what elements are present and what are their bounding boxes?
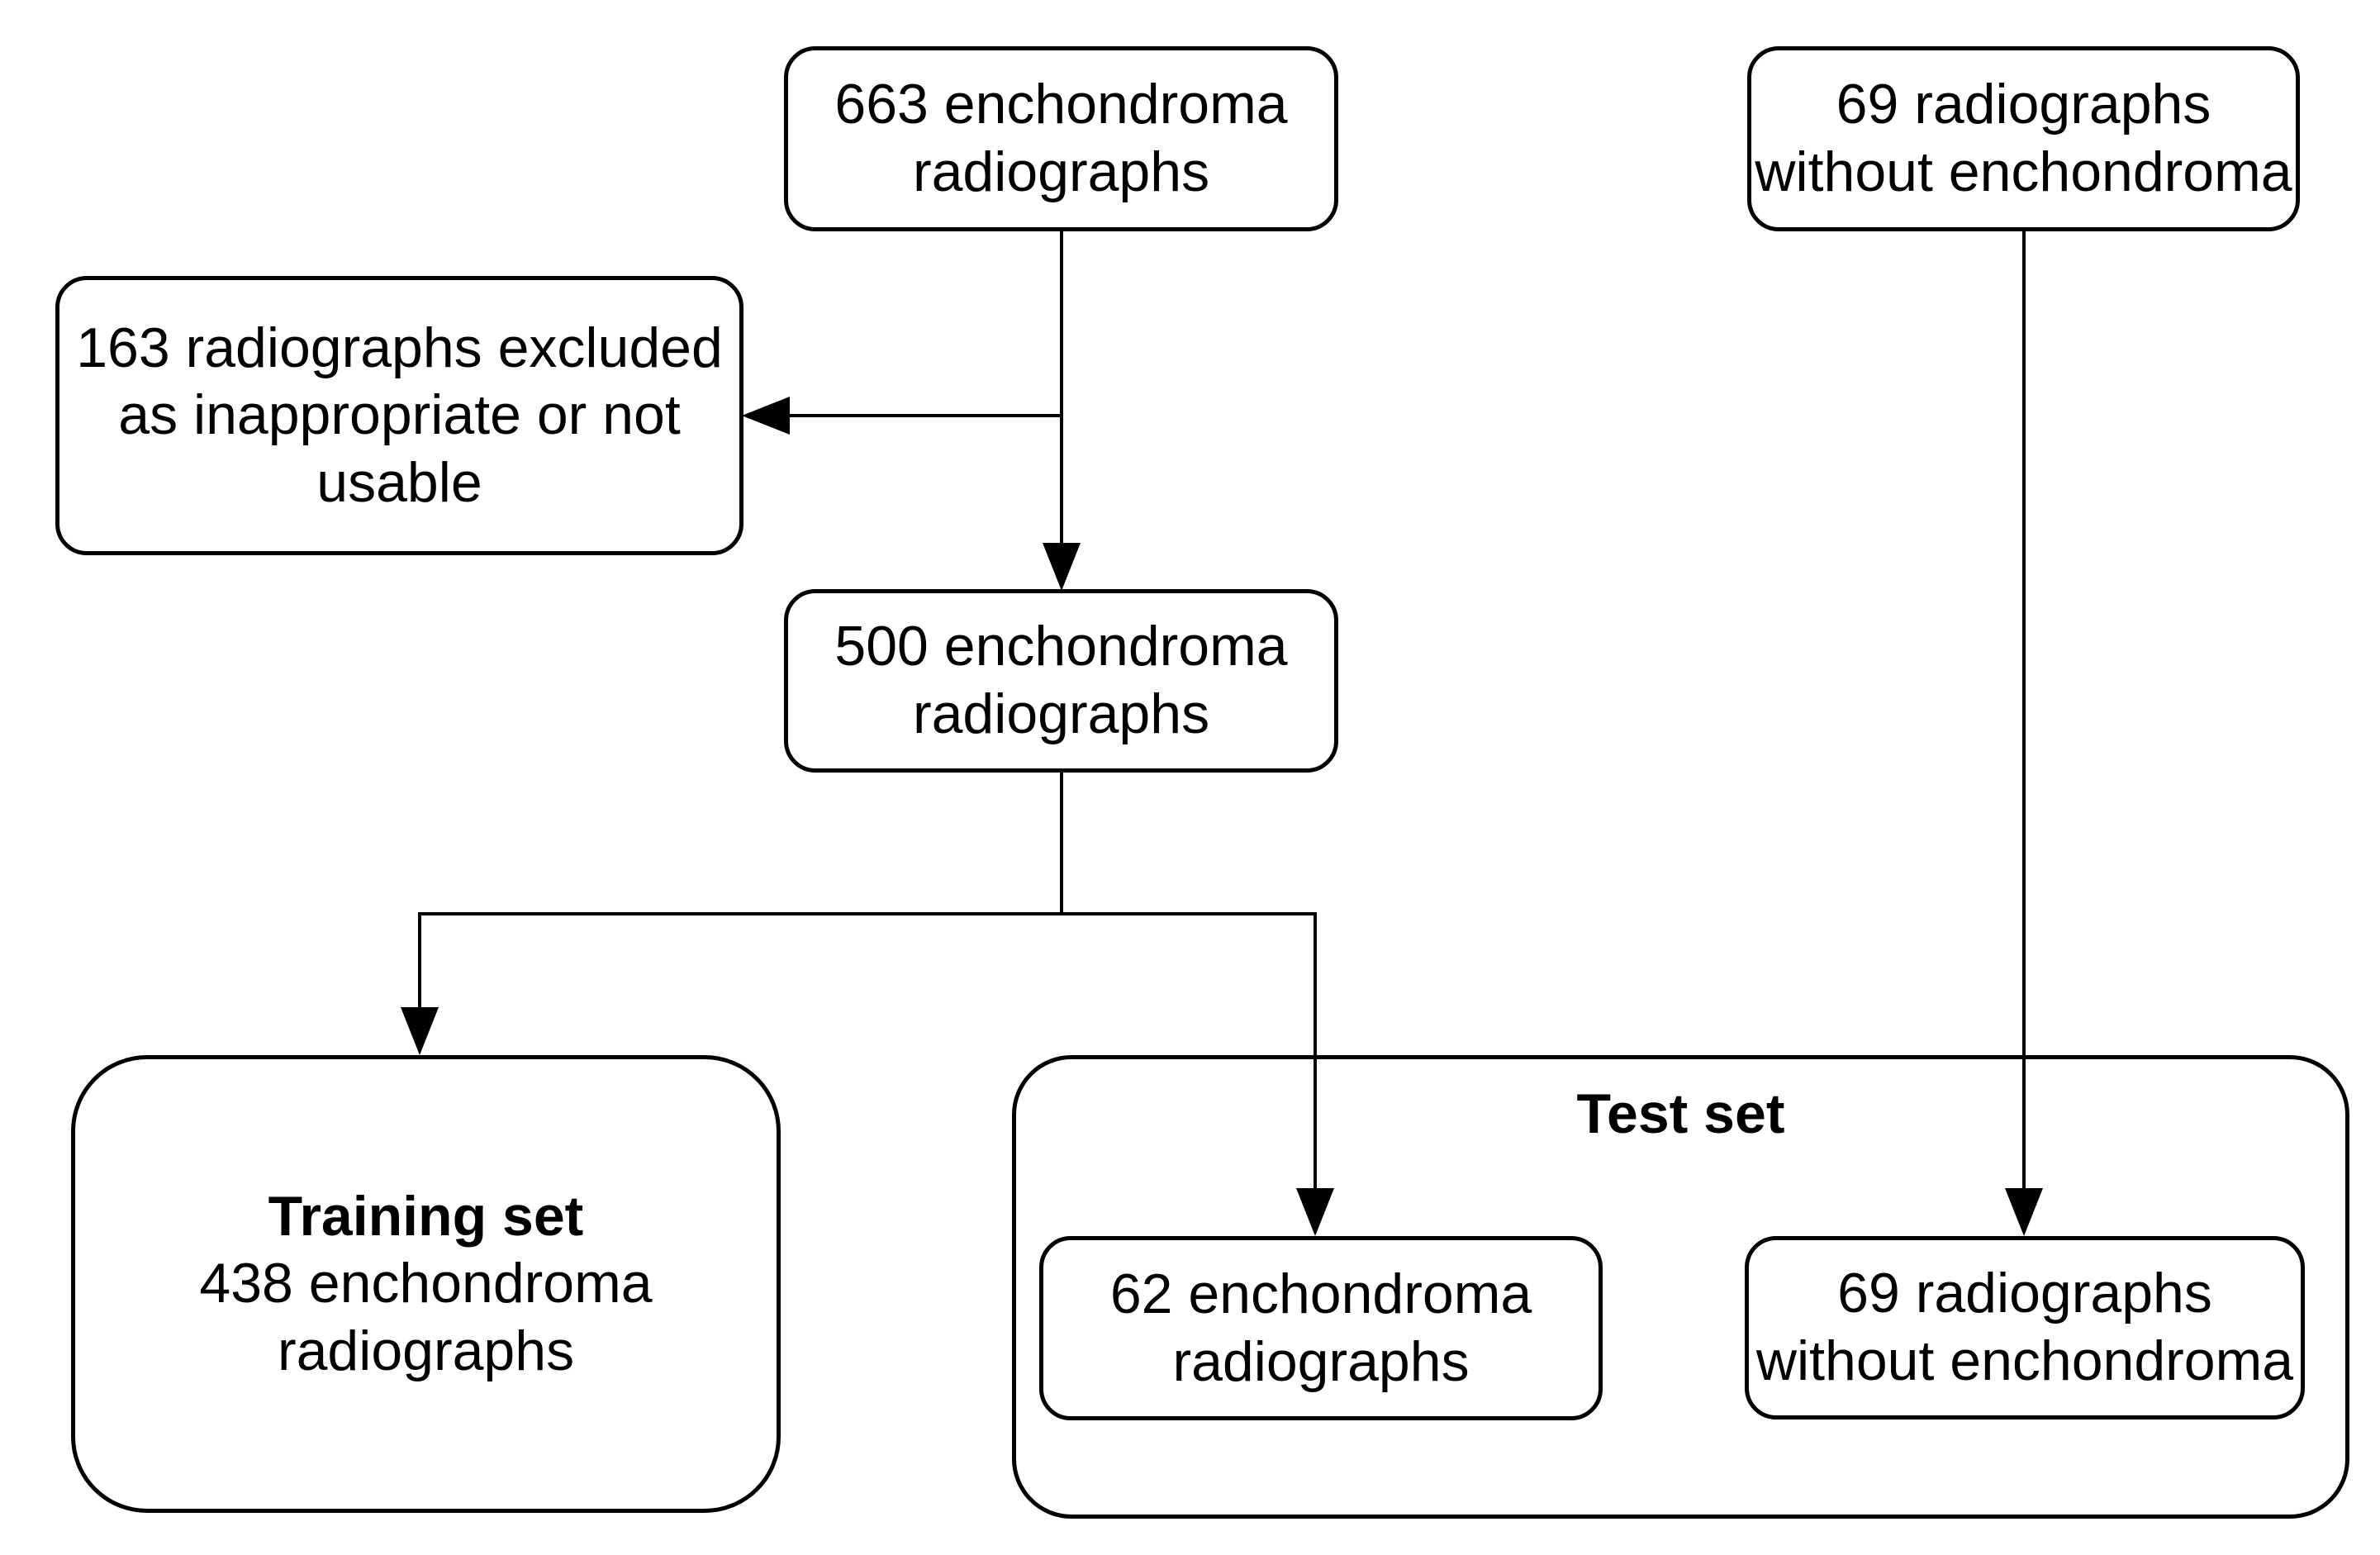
node-text-line: 163 radiographs excluded xyxy=(76,316,723,379)
node-69-radiographs-without-enchondroma-test: 69 radiographs without enchondroma xyxy=(1745,1236,2305,1419)
node-663-enchondroma-radiographs: 663 enchondroma radiographs xyxy=(784,46,1338,231)
node-text-line: 69 radiographs xyxy=(1836,73,2211,136)
node-163-radiographs-excluded: 163 radiographs excluded as inappropriat… xyxy=(55,276,743,555)
edge-branch-to-training xyxy=(418,912,421,1010)
node-text-line: without enchondroma xyxy=(1755,140,2292,203)
node-text-line: without enchondroma xyxy=(1755,1329,2294,1392)
arrowhead-into-test-no-enchondroma xyxy=(2005,1188,2043,1236)
edge-500-to-branch xyxy=(1060,770,1063,915)
node-text-line: radiographs xyxy=(1172,1329,1470,1393)
edge-663-to-500 xyxy=(1060,230,1063,547)
node-69-radiographs-without-enchondroma-source: 69 radiographs without enchondroma xyxy=(1747,46,2300,231)
edge-branch-horizontal xyxy=(418,912,1317,915)
test-set-title: Test set xyxy=(1576,1082,1785,1145)
node-text-line: 438 enchondroma xyxy=(199,1252,653,1315)
node-500-enchondroma-radiographs: 500 enchondroma radiographs xyxy=(784,589,1338,773)
arrowhead-into-excluded xyxy=(742,397,790,435)
node-text-line: as inappropriate or not xyxy=(118,383,681,447)
edge-69-to-test-no-enchondroma xyxy=(2022,230,2026,1190)
node-text-line: 663 enchondroma xyxy=(834,73,1288,136)
node-62-enchondroma-radiographs: 62 enchondroma radiographs xyxy=(1039,1236,1603,1420)
node-text-line: usable xyxy=(316,450,482,514)
arrowhead-into-training xyxy=(401,1007,439,1055)
node-text-line: radiographs xyxy=(277,1319,575,1382)
edge-branch-to-test-enchondroma xyxy=(1314,912,1317,1190)
training-set-title: Training set xyxy=(268,1184,584,1248)
node-text-line: 62 enchondroma xyxy=(1109,1262,1532,1325)
node-training-set: Training set 438 enchondroma radiographs xyxy=(71,1055,781,1513)
node-text-line: 69 radiographs xyxy=(1837,1262,2212,1325)
node-text-line: radiographs xyxy=(912,682,1210,745)
arrowhead-into-test-enchondroma xyxy=(1296,1188,1334,1236)
arrowhead-into-500 xyxy=(1043,543,1081,591)
node-text-line: radiographs xyxy=(912,140,1210,203)
node-text-line: 500 enchondroma xyxy=(834,615,1288,678)
edge-663-to-excluded xyxy=(790,414,1063,417)
